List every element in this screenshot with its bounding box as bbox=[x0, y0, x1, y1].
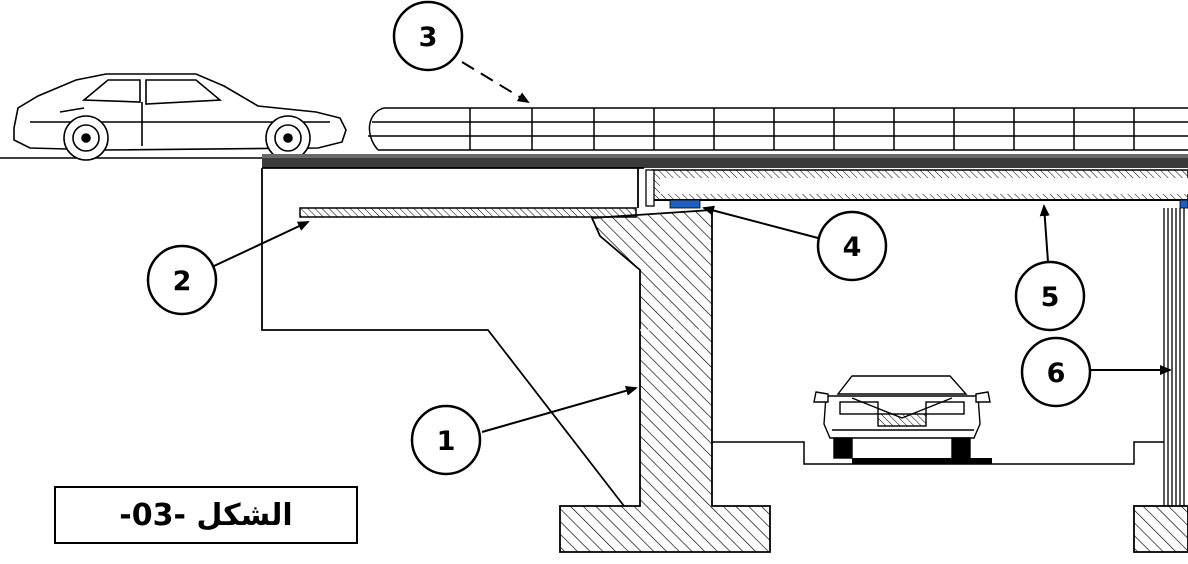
side-view-car-icon bbox=[13, 73, 347, 161]
callout-label-6: 6 bbox=[1047, 358, 1066, 389]
front-view-car-icon bbox=[813, 375, 991, 459]
callout-1: 1 bbox=[410, 385, 638, 476]
transition-slab bbox=[299, 207, 637, 218]
callout-label-3: 3 bbox=[419, 22, 438, 53]
callout-label-4: 4 bbox=[843, 232, 862, 263]
pier-footing bbox=[1133, 505, 1188, 553]
callout-2: 2 bbox=[146, 221, 310, 316]
callout-5: 5 bbox=[1014, 204, 1086, 332]
callout-label-1: 1 bbox=[437, 426, 456, 457]
guard-railing bbox=[368, 107, 1188, 151]
deck-surface-highlight bbox=[262, 154, 1188, 158]
abutment-body bbox=[261, 168, 625, 507]
figure-caption-box: الشكل -03- bbox=[54, 486, 358, 544]
figure-caption: الشكل -03- bbox=[119, 497, 293, 533]
pier bbox=[1163, 208, 1185, 506]
callout-label-2: 2 bbox=[173, 266, 192, 297]
callout-3: 3 bbox=[392, 0, 530, 104]
callout-6: 6 bbox=[1020, 336, 1172, 408]
callout-label-5: 5 bbox=[1041, 282, 1060, 313]
abutment-wall bbox=[559, 209, 771, 553]
bearing bbox=[669, 199, 701, 209]
bearing-right bbox=[1179, 199, 1188, 209]
callout-4: 4 bbox=[702, 205, 888, 282]
